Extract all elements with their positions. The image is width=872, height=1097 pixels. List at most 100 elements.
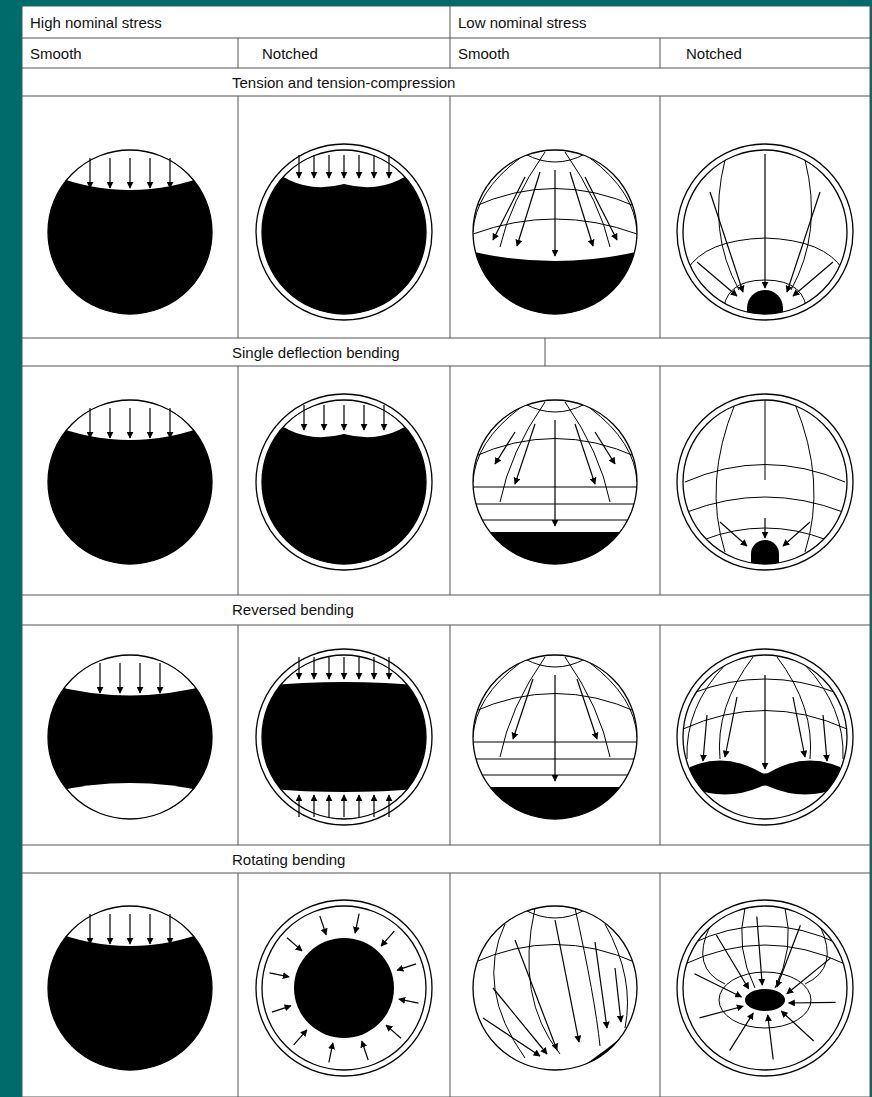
beach-mark bbox=[691, 926, 839, 944]
notch-ring bbox=[256, 144, 432, 320]
crack-arrow bbox=[313, 155, 314, 178]
section-outline bbox=[48, 150, 212, 314]
fatigue-zone bbox=[40, 898, 220, 946]
fatigue-zone bbox=[40, 647, 220, 696]
crack-arrow bbox=[585, 177, 617, 240]
crack-arrow bbox=[554, 170, 555, 256]
crack-arrow bbox=[159, 663, 160, 693]
crack-arrow bbox=[169, 408, 170, 438]
beach-mark bbox=[473, 408, 520, 482]
crack-arrow bbox=[99, 663, 100, 693]
beach-mark bbox=[795, 404, 814, 552]
beach-mark bbox=[529, 908, 560, 1054]
crack-arrow bbox=[139, 663, 140, 693]
crack-arrow bbox=[700, 1006, 744, 1018]
crack-arrow bbox=[575, 424, 595, 484]
fracture-surface bbox=[254, 142, 434, 320]
beach-mark bbox=[775, 908, 788, 988]
notch-ring bbox=[256, 900, 432, 1076]
crack-arrow bbox=[323, 405, 324, 430]
crack-arrow bbox=[554, 675, 555, 781]
crack-arrow bbox=[554, 420, 555, 526]
section-outline bbox=[262, 150, 426, 314]
crack-arrow bbox=[362, 1041, 368, 1060]
section-outline bbox=[473, 906, 637, 1070]
notch-ring bbox=[677, 900, 853, 1076]
notch-ring bbox=[256, 649, 432, 825]
beach-mark bbox=[575, 908, 600, 1046]
crack-arrow bbox=[328, 155, 329, 178]
beach-mark bbox=[765, 400, 766, 480]
crack-arrow bbox=[517, 172, 540, 246]
beach-mark bbox=[805, 665, 843, 759]
crack-arrow bbox=[298, 155, 299, 178]
section-outline bbox=[473, 655, 637, 819]
crack-arrow bbox=[823, 715, 827, 761]
beach-mark bbox=[473, 158, 520, 232]
final-fracture-zone bbox=[751, 540, 779, 572]
beach-mark bbox=[605, 924, 628, 1028]
crack-arrow bbox=[89, 158, 90, 188]
crack-arrow bbox=[793, 697, 805, 757]
section-outline bbox=[683, 906, 847, 1070]
section-outline bbox=[48, 400, 212, 564]
column-header: Notched bbox=[262, 38, 318, 68]
final-fracture-zone bbox=[565, 1018, 645, 1078]
section-disc bbox=[683, 400, 847, 564]
crack-arrow bbox=[720, 522, 747, 546]
final-fracture-zone bbox=[747, 290, 783, 322]
crack-arrow bbox=[328, 657, 329, 679]
crack-arrow bbox=[399, 999, 419, 1003]
beach-mark bbox=[719, 657, 753, 759]
beach-mark bbox=[687, 497, 843, 512]
section-outline bbox=[262, 906, 426, 1070]
row-header: Rotating bending bbox=[232, 845, 345, 873]
beach-mark bbox=[473, 945, 637, 964]
crack-arrow bbox=[358, 795, 359, 817]
beach-mark bbox=[703, 926, 725, 984]
notch-ring bbox=[256, 394, 432, 570]
crack-arrow bbox=[388, 155, 389, 178]
fatigue-zone bbox=[254, 647, 434, 687]
final-fracture-zone bbox=[465, 532, 645, 572]
crack-arrow bbox=[764, 154, 765, 288]
crack-arrow bbox=[363, 405, 364, 430]
beach-mark bbox=[719, 972, 811, 1028]
fracture-surface bbox=[465, 655, 645, 827]
section-outline bbox=[48, 906, 212, 1070]
final-fracture-zone bbox=[465, 250, 645, 322]
notch-ring bbox=[677, 649, 853, 825]
crack-arrow bbox=[781, 1011, 813, 1041]
crack-arrow bbox=[595, 432, 615, 464]
crack-arrow bbox=[577, 679, 597, 739]
fracture-surface bbox=[40, 898, 220, 1070]
fatigue-zone bbox=[40, 392, 220, 440]
beach-mark bbox=[805, 926, 827, 984]
crack-arrow bbox=[129, 158, 130, 188]
beach-mark bbox=[590, 663, 637, 737]
row-header: Single deflection bending bbox=[232, 338, 400, 366]
final-fracture-zone bbox=[294, 938, 394, 1038]
table-ground bbox=[22, 6, 870, 1097]
fracture-surface bbox=[254, 392, 434, 570]
surface-zones bbox=[294, 938, 394, 1038]
crack-arrow bbox=[303, 405, 304, 430]
crack-arrow bbox=[513, 679, 533, 739]
beach-mark bbox=[590, 158, 637, 232]
crack-arrow bbox=[109, 914, 110, 944]
crack-arrow bbox=[149, 158, 150, 188]
fatigue-zone bbox=[254, 787, 434, 827]
column-header: High nominal stress bbox=[30, 6, 162, 38]
fracture-surface bbox=[40, 647, 220, 827]
crack-arrow bbox=[777, 925, 801, 987]
fracture-surface bbox=[254, 647, 434, 827]
crack-arrow bbox=[149, 408, 150, 438]
fracture-surface bbox=[677, 649, 853, 825]
surface-zones bbox=[254, 647, 434, 827]
surface-zones bbox=[473, 908, 645, 1078]
crack-arrow bbox=[149, 914, 150, 944]
crack-arrow bbox=[358, 657, 359, 679]
beach-mark bbox=[525, 404, 585, 412]
crack-arrow bbox=[343, 405, 344, 430]
crack-arrow bbox=[270, 973, 290, 977]
